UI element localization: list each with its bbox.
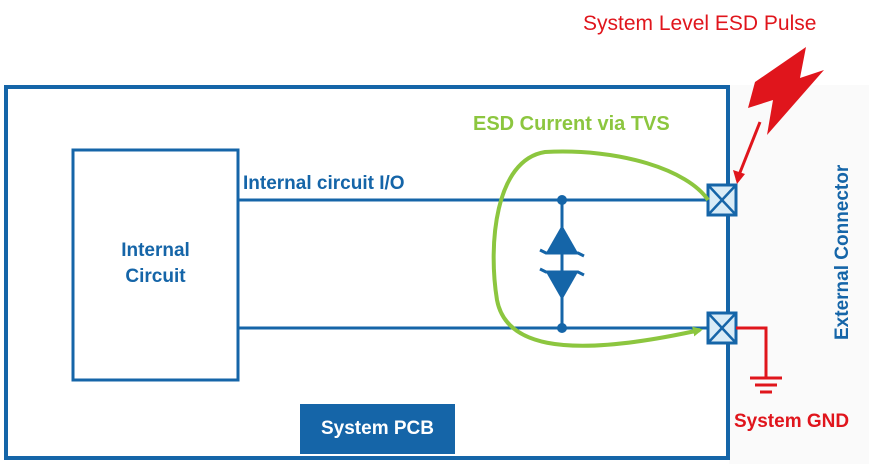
ground-symbol-icon bbox=[736, 326, 782, 394]
internal-circuit-block bbox=[71, 148, 240, 382]
esd-current-label: ESD Current via TVS bbox=[473, 113, 670, 135]
circuit-io-label: Internal circuit I/O bbox=[243, 173, 405, 194]
system-pcb-badge bbox=[300, 404, 455, 454]
internal-circuit-label-line2: Circuit bbox=[125, 266, 186, 287]
esd-current-path bbox=[491, 149, 710, 348]
tvs-diode-icon bbox=[539, 195, 585, 333]
esd-pulse-label: System Level ESD Pulse bbox=[583, 12, 817, 35]
connector-pin-icon bbox=[706, 311, 738, 345]
internal-circuit-label-line1: Internal bbox=[121, 240, 190, 261]
external-connector-zone bbox=[729, 85, 869, 464]
connector-pin-icon bbox=[706, 183, 738, 217]
internal-circuit-label: Internal Circuit bbox=[73, 238, 238, 290]
lightning-bolt-icon bbox=[733, 47, 824, 184]
external-connector-label: External Connector bbox=[832, 164, 853, 340]
system-gnd-label: System GND bbox=[734, 411, 850, 432]
system-pcb-outline bbox=[4, 85, 730, 460]
system-pcb-label: System PCB bbox=[321, 418, 434, 439]
